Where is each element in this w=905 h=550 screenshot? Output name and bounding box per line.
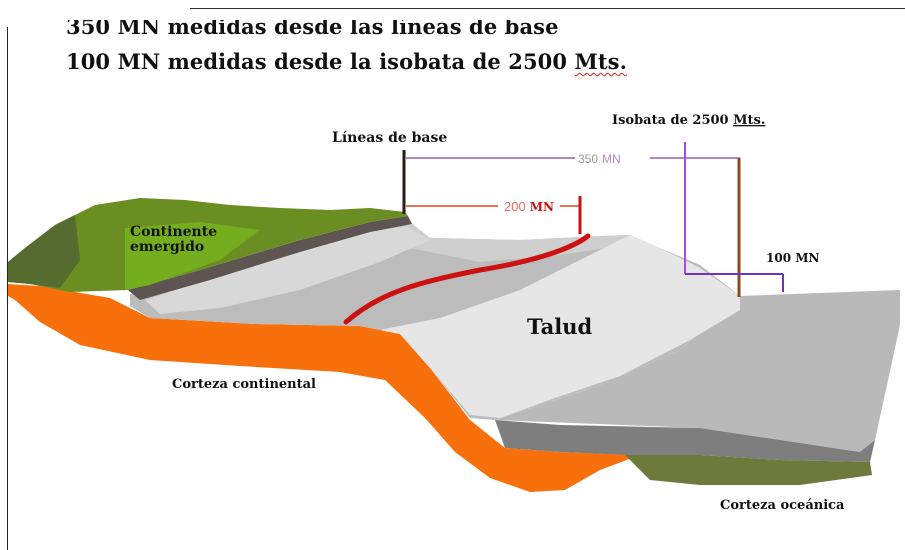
- header-line-350nm: 350 MN medidas desde las líneas de base: [66, 14, 559, 39]
- slope-label: Talud: [527, 314, 592, 339]
- left-border-line: [7, 27, 8, 550]
- isobath-label-text: Isobata de 2500: [612, 113, 733, 128]
- header-line-100nm-text: 100 MN medidas desde la isobata de 2500: [66, 49, 575, 74]
- header-line-100nm-unit: Mts.: [574, 49, 627, 74]
- nm200-unit: MN: [530, 200, 554, 214]
- nm350-label: 350 MN: [578, 152, 621, 166]
- shelf-sediment-wedge: [145, 226, 430, 314]
- continental-crust-layer: [8, 284, 640, 492]
- continent-bright-patch: [125, 222, 260, 290]
- shelf-top-strip: [380, 222, 630, 262]
- ocean-floor-sediment: [495, 420, 875, 462]
- continent-label-line1: Continente: [130, 224, 217, 240]
- coastal-rock-strip: [128, 216, 412, 300]
- continent-shadow: [8, 215, 80, 288]
- ocean-floor-back: [495, 290, 900, 452]
- isobath-label: Isobata de 2500 Mts.: [612, 113, 765, 128]
- continent-label-line2: emergido: [130, 239, 204, 255]
- isobath-label-unit: Mts.: [733, 113, 765, 128]
- continental-crust-label: Corteza continental: [172, 377, 316, 392]
- shelf-break-curve: [343, 233, 591, 325]
- oceanic-crust-layer: [625, 455, 872, 485]
- header-line-100nm: 100 MN medidas desde la isobata de 2500 …: [66, 49, 627, 74]
- nm350-value: 350: [578, 152, 598, 166]
- nm350-unit: MN: [602, 152, 621, 166]
- nm200-label: 200 MN: [504, 199, 554, 214]
- nm100-label: 100 MN: [766, 251, 820, 265]
- oceanic-crust-label: Corteza oceánica: [720, 498, 845, 513]
- top-border-line: [190, 8, 905, 9]
- baselines-label: Líneas de base: [332, 130, 447, 146]
- nm200-value: 200: [504, 199, 526, 214]
- slope-region: [380, 235, 740, 418]
